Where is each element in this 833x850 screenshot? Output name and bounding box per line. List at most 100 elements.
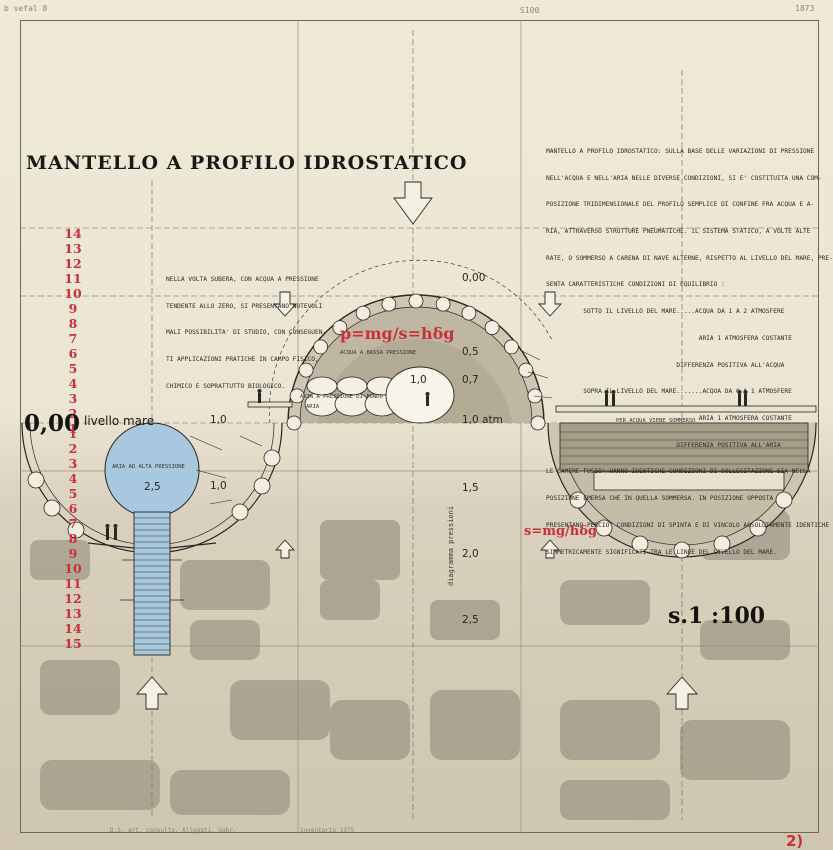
pneumatic-cell [286, 415, 302, 431]
depth-mark: 7 [68, 516, 78, 531]
pneumatic-cell [461, 305, 477, 321]
text-line: SOPRA IL LIVELLO DEL MARE.......ACQUA DA… [546, 388, 792, 396]
depth-mark: 5 [68, 361, 78, 376]
depth-mark: 3 [68, 391, 78, 406]
pressure-label: 2,5 [144, 481, 161, 493]
text-line: PRESENTANO PERCIO' CONDIZIONI DI SPINTA … [546, 521, 830, 529]
depth-mark: 9 [68, 301, 78, 316]
pneumatic-cell [355, 305, 371, 321]
fold-line [20, 470, 819, 472]
fold-line [20, 645, 819, 647]
pressure-label: 1,0 [210, 480, 227, 492]
sheet-number: 2) [786, 832, 804, 850]
pneumatic-cell [518, 362, 534, 378]
depth-mark: 15 [64, 636, 82, 651]
pneumatic-cell [381, 296, 397, 312]
pneumatic-cell [298, 362, 314, 378]
depth-mark: 10 [64, 561, 82, 576]
depth-mark: 4 [68, 376, 78, 391]
depth-mark: 1 [68, 421, 78, 436]
text-line: TENDENTE ALLO ZERO, SI PRESENTANO NOTEVO… [166, 302, 323, 310]
pressure-value: 0,5 [462, 346, 479, 358]
depth-mark: 6 [68, 501, 78, 516]
pressure-formula: p=mg/s=hδg [340, 324, 455, 343]
pneumatic-cell [408, 293, 424, 309]
depth-mark: 7 [68, 331, 78, 346]
depth-mark: 2 [68, 441, 78, 456]
pressure-value: 2,0 [462, 548, 479, 560]
text-line: MALI POSSIBILITA' DI STUDIO, CON CONSEGU… [166, 329, 327, 337]
depth-mark: 1 [68, 426, 78, 441]
text-line: POSIZIONE TRIDIMENSIONALE DEL PROFILO SE… [546, 201, 815, 209]
pneumatic-cell [484, 320, 500, 336]
depth-mark: 11 [64, 576, 82, 591]
text-line: ARIA 1 ATMOSFERA COSTANTE [546, 334, 792, 342]
fold-line [520, 20, 522, 833]
pressure-diagram-label: diagramma pressioni [447, 505, 455, 586]
drawing-title: MANTELLO A PROFILO IDROSTATICO [26, 152, 468, 174]
depth-mark: 13 [64, 241, 82, 256]
top-code: S100 [520, 6, 540, 15]
depth-mark: 2 [68, 406, 78, 421]
pneumatic-cell [332, 320, 348, 336]
text-line: LE CAMERE FUSIO' HANNO IDENTICHE CONDIZI… [546, 468, 811, 476]
thickness-formula: s=mg/hδg [524, 524, 598, 539]
depth-mark: 11 [64, 271, 82, 286]
sphere-note: ARIA AD ALTA PRESSIONE [112, 464, 185, 470]
text-line: NELL'ACQUA E NELL'ARIA NELLE DIVERSE CON… [546, 174, 822, 182]
depth-mark: 10 [64, 286, 82, 301]
depth-mark: 8 [68, 316, 78, 331]
left-description: NELLA VOLTA SUBERA, CON ACQUA A PRESSION… [166, 258, 326, 409]
air-chamber-note: ARIA A PRESSIONE DI FONDO [300, 394, 383, 400]
text-line: SENTA CARATTERISTICHE CONDIZIONI DI EQUI… [546, 281, 725, 289]
pressure-label: 1,0 [210, 414, 227, 426]
depth-mark: 4 [68, 471, 78, 486]
air-chamber-note-2: ARIA [306, 404, 320, 410]
pressure-value: 1,0 atm [462, 414, 503, 426]
depth-mark: 13 [64, 606, 82, 621]
text-line: MANTELLO A PROFILO IDROSTATICO: SULLA BA… [546, 147, 815, 155]
depth-mark: 14 [64, 621, 82, 636]
sheet-border [20, 20, 819, 833]
text-line: DIFFERENZA POSITIVA ALL'ARIA [546, 441, 781, 449]
archive-note: D.S. art. consults. Allegati. Gabr. [110, 827, 237, 834]
text-line: RIA, ATTRAVERSO STRUTTURE PNEUMATICHE. I… [546, 227, 811, 235]
pneumatic-cell [435, 296, 451, 312]
right-description: MANTELLO A PROFILO IDROSTATICO: SULLA BA… [546, 130, 833, 575]
text-line: ARIA 1 ATMOSFERA COSTANTE [546, 415, 792, 422]
text-line: SIMMETRICAMENTE SIGNIFICATI TRA LE LINEE… [546, 548, 777, 556]
sea-level-label: livello mare [84, 414, 155, 428]
pressure-value: 1,5 [462, 482, 479, 494]
depth-mark: 14 [64, 226, 82, 241]
text-line: SOTTO IL LIVELLO DEL MARE.....ACQUA DA 1… [546, 308, 785, 316]
corner-right: 1873 [795, 4, 815, 13]
drawing-scale: s.1 :100 [668, 603, 766, 629]
depth-mark: 6 [68, 346, 78, 361]
pressure-label: 1,0 [410, 374, 427, 386]
archive-note-2: inventario 1975 [300, 827, 355, 834]
text-line: TI APPLICAZIONI PRATICHE IN CAMPO FISICO… [166, 355, 319, 363]
pneumatic-cell [503, 339, 519, 355]
depth-mark: 3 [68, 456, 78, 471]
pressure-value: 0,7 [462, 374, 479, 386]
depth-mark: 8 [68, 531, 78, 546]
pneumatic-cell [530, 415, 546, 431]
depth-mark: 12 [64, 591, 82, 606]
depth-scale-above: 14 13 12 11 10 9 8 7 6 5 4 3 2 1 [58, 226, 88, 436]
depth-scale-below: 1 2 3 4 5 6 7 8 9 10 11 12 13 14 15 [58, 426, 88, 651]
pressure-value: 2,5 [462, 614, 479, 626]
text-line: POSIZIONE EMERSA CHE IN QUELLA SOMMERSA.… [546, 495, 774, 503]
dome-note: ACQUA A BASSA PRESSIONE [340, 350, 417, 356]
text-line: DIFFERENZA POSITIVA ALL'ACQUA [546, 361, 785, 369]
depth-mark: 12 [64, 256, 82, 271]
pneumatic-cell [313, 339, 329, 355]
text-line: NELLA VOLTA SUBERA, CON ACQUA A PRESSION… [166, 275, 319, 283]
corner-reference: b sefal 8 [4, 4, 48, 13]
pressure-value: 0,00 [462, 272, 486, 284]
pneumatic-cell [289, 388, 305, 404]
sea-level-value: 0,00 [24, 410, 81, 437]
depth-mark: 5 [68, 486, 78, 501]
depth-mark: 9 [68, 546, 78, 561]
